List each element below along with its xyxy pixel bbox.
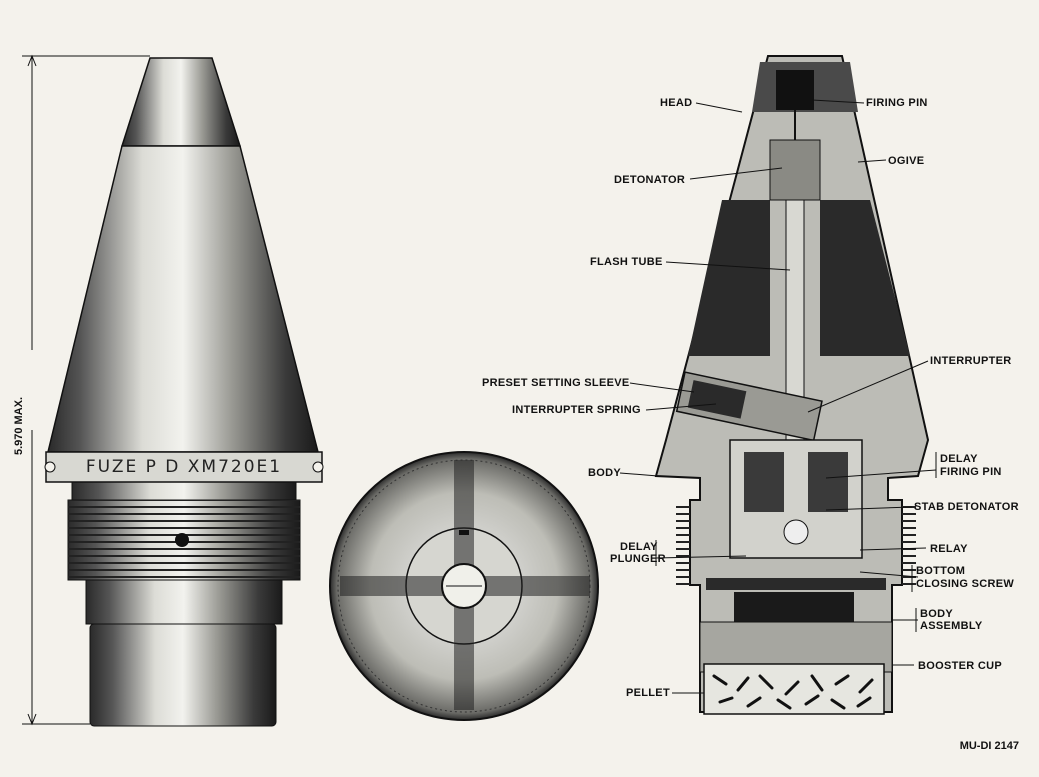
- label-body: BODY: [588, 467, 621, 479]
- fuze-marking: FUZE P D XM720E1: [46, 451, 322, 481]
- height-dimension: 5.970 MAX.: [13, 52, 38, 720]
- label-stab-detonator: STAB DETONATOR: [914, 501, 1019, 513]
- fuze-cutaway-view: [654, 55, 930, 715]
- fuze-marking-text: FUZE P D XM720E1: [85, 457, 283, 477]
- fuze-collar: [85, 579, 283, 625]
- label-preset-setting-sleeve: PRESET SETTING SLEEVE: [482, 377, 630, 389]
- booster-pellet: [703, 663, 885, 715]
- label-booster-cup: BOOSTER CUP: [918, 660, 1002, 672]
- fuze-nose-tip: [120, 57, 242, 147]
- label-delay-firing-pin-line1: DELAY: [940, 453, 978, 465]
- leader-lines: [619, 99, 937, 694]
- document-number: MU-DI 2147: [959, 740, 1019, 752]
- label-bottom-closing-screw-line2: CLOSING SCREW: [916, 578, 1015, 590]
- label-ogive: OGIVE: [888, 155, 925, 167]
- fuze-set-screw: [175, 533, 189, 547]
- label-interrupter-spring: INTERRUPTER SPRING: [512, 404, 641, 416]
- fuze-marking-band: [45, 451, 323, 483]
- label-delay-firing-pin-line2: FIRING PIN: [940, 466, 1002, 478]
- height-dimension-label: 5.970 MAX.: [13, 396, 26, 456]
- label-flash-tube: FLASH TUBE: [590, 256, 663, 268]
- label-pellet: PELLET: [626, 687, 670, 699]
- label-bottom-closing-screw-line1: BOTTOM: [916, 565, 966, 577]
- label-relay: RELAY: [930, 543, 968, 555]
- label-body-assembly-line2: ASSEMBLY: [920, 620, 983, 632]
- label-delay-plunger-line1: DELAY: [620, 541, 658, 553]
- label-delay-plunger-line2: PLUNGER: [610, 553, 666, 565]
- height-dimension-line: [22, 54, 150, 726]
- label-interrupter: INTERRUPTER: [930, 355, 1012, 367]
- label-body-assembly-line1: BODY: [920, 608, 953, 620]
- fuze-exterior-view: [47, 57, 319, 727]
- label-detonator: DETONATOR: [614, 174, 686, 186]
- fuze-booster-body: [89, 623, 277, 727]
- label-firing-pin: FIRING PIN: [866, 97, 928, 109]
- label-head: HEAD: [660, 97, 693, 109]
- fuze-bottom-view: [329, 451, 599, 721]
- fuze-ogive-cone: [47, 145, 319, 453]
- fuze-shoulder: [71, 481, 297, 501]
